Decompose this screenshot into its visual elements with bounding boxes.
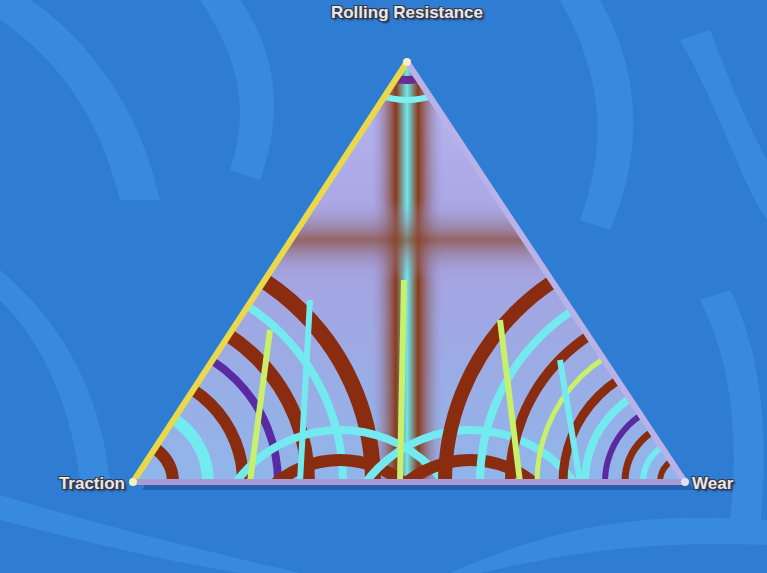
vertex-label: Traction	[59, 474, 125, 494]
triangle-edge	[133, 479, 685, 485]
vertex-label: Rolling Resistance	[331, 3, 483, 23]
vertex-label: Wear	[692, 474, 733, 494]
vertex-dot	[129, 478, 137, 486]
vertex-dot	[681, 478, 689, 486]
vertex-dot	[403, 58, 411, 66]
triangle-edge	[133, 62, 407, 482]
triangle-edge	[407, 62, 685, 482]
